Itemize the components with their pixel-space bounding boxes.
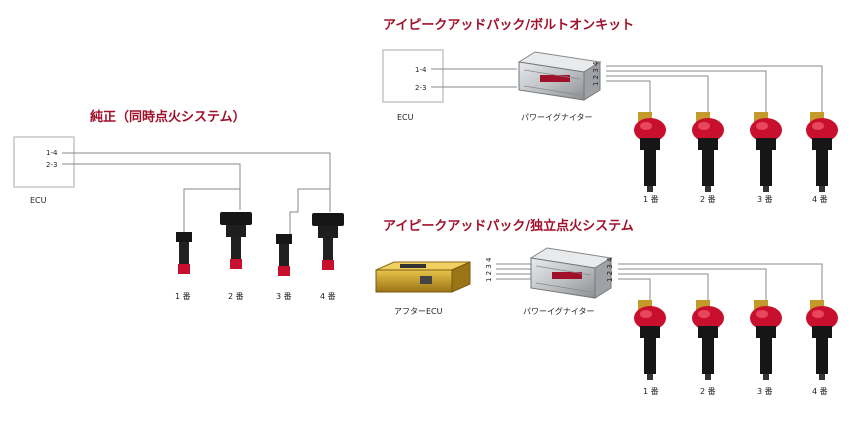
bolt-on-coil-2 xyxy=(692,112,724,192)
bolt-on-cyl-1-label: 1 番 xyxy=(643,194,659,204)
bolt-on-igniter-label: パワーイグナイター xyxy=(521,112,593,122)
stock-coil-pack-4 xyxy=(312,213,344,270)
stock-cyl-3-label: 3 番 xyxy=(276,291,292,301)
stock-wiring xyxy=(62,152,331,234)
independent-coil-4 xyxy=(806,300,838,380)
bolt-on-pin-b: 2-3 xyxy=(415,84,426,92)
stock-pin-b: 2-3 xyxy=(46,161,57,169)
stock-coil-3 xyxy=(276,234,292,276)
stock-coil-1 xyxy=(176,232,192,274)
independent-cyl-2-label: 2 番 xyxy=(700,386,716,396)
stock-ecu-label: ECU xyxy=(30,196,47,205)
independent-ecu-wiring xyxy=(496,263,531,280)
bolt-on-coil-wiring xyxy=(606,65,823,112)
independent-title: アイピークアッドパック/独立点火システム xyxy=(383,218,634,234)
bolt-on-ecu-label: ECU xyxy=(397,113,414,122)
independent-coil-2 xyxy=(692,300,724,380)
independent-coil-3 xyxy=(750,300,782,380)
bolt-on-channel-label: 1 2 3 4 xyxy=(592,61,600,86)
stock-cyl-4-label: 4 番 xyxy=(320,291,336,301)
bolt-on-title: アイピークアッドパック/ボルトオンキット xyxy=(383,17,634,33)
independent-channel-label: 1 2 3 4 xyxy=(606,257,614,282)
bolt-on-coil-3 xyxy=(750,112,782,192)
after-ecu-unit xyxy=(375,261,471,293)
independent-cyl-4-label: 4 番 xyxy=(812,386,828,396)
bolt-on-ecu-wiring xyxy=(431,68,517,88)
bolt-on-coil-1 xyxy=(634,112,666,192)
independent-coil-1 xyxy=(634,300,666,380)
stock-coil-pack-2 xyxy=(220,212,252,269)
stock-cyl-1-label: 1 番 xyxy=(175,291,191,301)
after-ecu-label: アフターECU xyxy=(394,307,443,316)
stock-title: 純正（同時点火システム） xyxy=(90,109,246,125)
bolt-on-igniter xyxy=(517,51,602,101)
bolt-on-cyl-3-label: 3 番 xyxy=(757,194,773,204)
after-ecu-channel-label: 1 2 3 4 xyxy=(485,257,493,282)
stock-cyl-2-label: 2 番 xyxy=(228,291,244,301)
independent-cyl-1-label: 1 番 xyxy=(643,386,659,396)
independent-igniter-label: パワーイグナイター xyxy=(523,306,595,316)
stock-ecu-box xyxy=(13,136,75,188)
bolt-on-pin-a: 1-4 xyxy=(415,66,427,74)
bolt-on-ecu-box xyxy=(382,49,444,103)
bolt-on-cyl-4-label: 4 番 xyxy=(812,194,828,204)
independent-igniter xyxy=(529,247,613,299)
bolt-on-coil-4 xyxy=(806,112,838,192)
independent-coil-wiring xyxy=(618,263,823,300)
stock-pin-a: 1-4 xyxy=(46,149,58,157)
independent-cyl-3-label: 3 番 xyxy=(757,386,773,396)
bolt-on-cyl-2-label: 2 番 xyxy=(700,194,716,204)
